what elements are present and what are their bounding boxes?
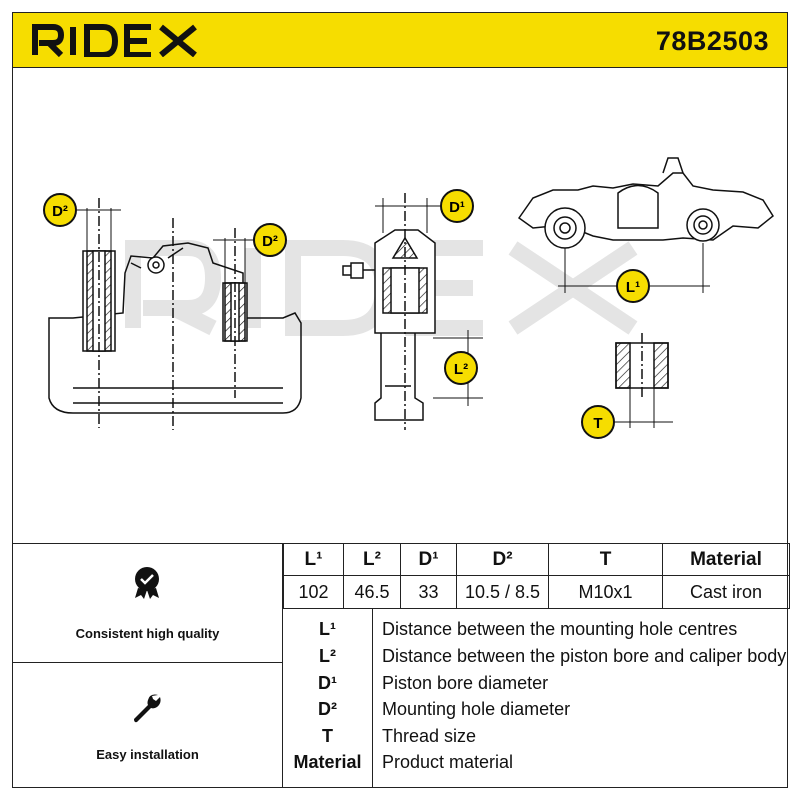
legend-key: Material [293, 752, 362, 772]
callout-l1: L¹ [616, 269, 650, 303]
ridex-logo [32, 24, 197, 57]
caliper-front-view [48, 198, 302, 430]
legend-row: L¹ Distance between the mounting hole ce… [283, 619, 788, 645]
legend-key: L¹ [319, 619, 336, 639]
callout-d1: D¹ [440, 189, 474, 223]
badge-check-icon [135, 567, 159, 599]
product-sheet-frame [12, 12, 788, 788]
legend-desc: Distance between the mounting hole centr… [382, 619, 738, 639]
legend-key: T [322, 726, 333, 746]
wrench-icon [134, 694, 161, 723]
legend-key: D² [318, 699, 337, 719]
spec-header-row: L¹ L² D¹ D² T Material [283, 543, 790, 576]
spec-value-material: Cast iron [662, 575, 790, 609]
spec-header-d2: D² [456, 543, 549, 576]
callout-d2-left: D² [43, 193, 77, 227]
legend-row: L² Distance between the piston bore and … [283, 646, 788, 672]
feature-installation-label: Easy installation [96, 747, 199, 762]
spec-table: L¹ L² D¹ D² T Material 102 46.5 33 10.5 … [283, 543, 790, 609]
legend-key: D¹ [318, 673, 337, 693]
spec-header-t: T [548, 543, 663, 576]
callout-d2-right-text: D² [262, 233, 278, 250]
callout-l2: L² [444, 351, 478, 385]
part-number: 78B2503 [655, 26, 769, 56]
technical-drawing: D² D² D¹ L² L¹ T [43, 157, 774, 439]
spec-value-d2: 10.5 / 8.5 [456, 575, 549, 609]
spec-header-l2: L² [343, 543, 401, 576]
spec-value-t: M10x1 [548, 575, 663, 609]
callout-l1-text: L¹ [626, 279, 640, 296]
callout-d2-left-text: D² [52, 203, 68, 220]
features-panel: Consistent high quality Easy installatio… [12, 543, 283, 788]
callout-d1-text: D¹ [449, 199, 465, 216]
spec-legend: L¹ Distance between the mounting hole ce… [283, 609, 788, 788]
callout-t-text: T [593, 415, 602, 432]
spec-value-d1: 33 [400, 575, 457, 609]
spec-header-l1: L¹ [283, 543, 344, 576]
legend-row: D¹ Piston bore diameter [283, 673, 788, 699]
callout-l2-text: L² [454, 361, 468, 378]
caliper-side-view [342, 193, 483, 430]
feature-quality: Consistent high quality [12, 543, 283, 663]
legend-divider [372, 609, 373, 788]
feature-installation: Easy installation [12, 663, 283, 788]
legend-row: Material Product material [283, 752, 788, 778]
legend-row: D² Mounting hole diameter [283, 699, 788, 725]
legend-desc: Distance between the piston bore and cal… [382, 646, 787, 666]
caliper-top-view [517, 157, 774, 428]
spec-header-material: Material [662, 543, 790, 576]
callout-t: T [581, 405, 615, 439]
spec-header-d1: D¹ [400, 543, 457, 576]
spec-value-l1: 102 [283, 575, 344, 609]
ridex-watermark [125, 240, 638, 336]
feature-quality-label: Consistent high quality [75, 626, 220, 641]
header-bar: 78B2503 [13, 13, 787, 68]
spec-value-l2: 46.5 [343, 575, 401, 609]
spec-value-row: 102 46.5 33 10.5 / 8.5 M10x1 Cast iron [283, 575, 790, 609]
callout-d2-right: D² [253, 223, 287, 257]
legend-desc: Product material [382, 752, 514, 772]
legend-desc: Piston bore diameter [382, 673, 549, 693]
legend-desc: Thread size [382, 726, 477, 746]
legend-key: L² [319, 646, 336, 666]
legend-row: T Thread size [283, 726, 788, 752]
legend-desc: Mounting hole diameter [382, 699, 571, 719]
